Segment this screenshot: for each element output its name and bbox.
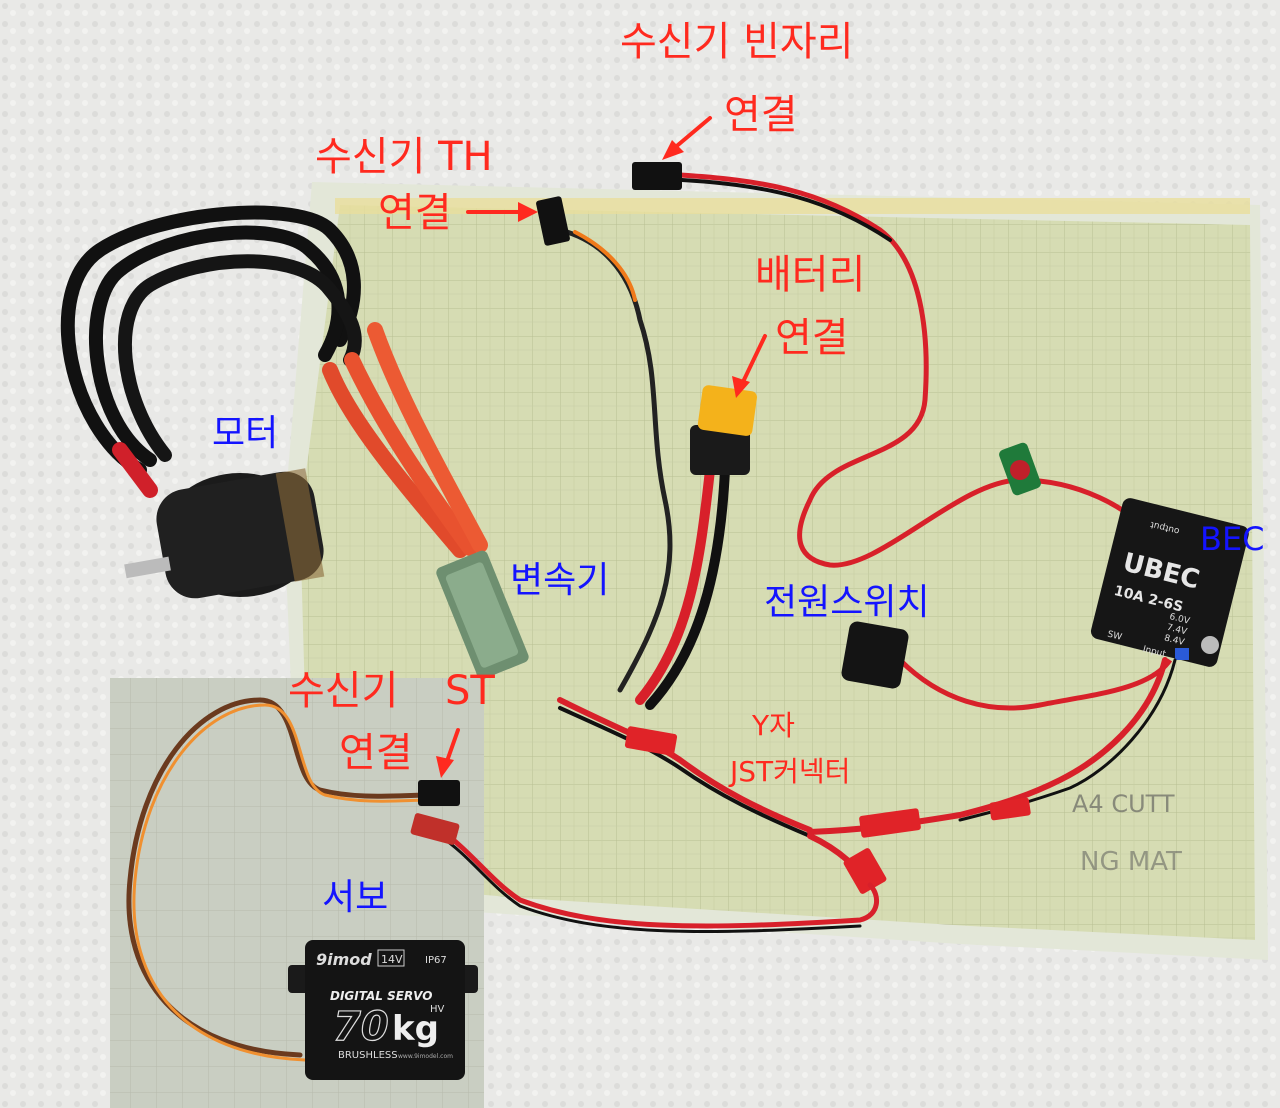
arrow-battery <box>740 334 767 386</box>
motor <box>112 442 325 599</box>
th-signal-wire <box>557 227 673 693</box>
label-rx-st-line1: 수신기 <box>288 668 399 714</box>
xt-connector <box>690 385 758 475</box>
label-y-jst-line1: Y자 <box>752 709 795 742</box>
jst-plug-3 <box>843 848 887 894</box>
servo-ip-text: IP67 <box>425 955 447 966</box>
label-rx-aux-line1: 수신기 빈자리 <box>620 19 854 65</box>
servo-kg-text: kg <box>392 1009 439 1049</box>
ubec-sw-text: SW <box>1106 630 1123 643</box>
arrow-rx-st <box>444 728 460 766</box>
motor-wires <box>60 205 488 558</box>
label-rx-st-st: ST <box>445 668 495 714</box>
servo-url-text: www.9imodel.com <box>398 1053 453 1060</box>
label-rx-th-line1: 수신기 TH <box>315 134 493 180</box>
jst-plug-2 <box>859 808 921 838</box>
jst-plug-4 <box>989 797 1031 821</box>
label-esc: 변속기 <box>510 560 610 601</box>
label-rx-st-line2: 연결 <box>339 730 413 776</box>
arrow-rx-aux <box>670 116 712 152</box>
annotation-arrows <box>436 116 767 778</box>
servo-brand-text: 9imod <box>316 950 372 969</box>
label-battery-line1: 배터리 <box>755 252 866 298</box>
label-bec: BEC <box>1200 520 1265 558</box>
servo-brushless-text: BRUSHLESS <box>338 1050 398 1061</box>
label-servo: 서보 <box>322 877 389 918</box>
servo-volt-text: 14V <box>381 953 403 966</box>
label-motor: 모터 <box>212 413 279 454</box>
servo-hv-text: HV <box>430 1004 445 1015</box>
mat-a4-text: A4 CUTT <box>1072 790 1175 818</box>
power-switch <box>841 621 1173 711</box>
rx-st-connector <box>418 780 460 806</box>
cutting-mat-grid <box>300 205 1255 940</box>
servo-jst-plug <box>410 813 460 845</box>
mat-gmat-text: NG MAT <box>1080 847 1182 877</box>
rx-aux-connector <box>632 162 682 190</box>
bec-output-connector <box>999 442 1041 496</box>
ubec-module: UBEC 10A 2-6S 6.0V 7.4V 8.4V Input SW ou… <box>1090 498 1249 667</box>
servo-big-text: 70 <box>333 1004 389 1050</box>
servo-line1-text: DIGITAL SERVO <box>330 989 432 1003</box>
label-rx-th-line2: 연결 <box>378 190 452 236</box>
jst-plug-1 <box>624 726 678 756</box>
label-rx-aux-line2: 연결 <box>724 92 798 138</box>
label-power-switch: 전원스위치 <box>764 582 930 623</box>
battery-leads <box>635 465 730 710</box>
servo-body: 9imod 14V IP67 DIGITAL SERVO 70 kg HV BR… <box>288 940 478 1080</box>
esc <box>436 550 529 679</box>
label-y-jst-line2: JST커넥터 <box>730 755 851 788</box>
servo-wires <box>126 697 880 1062</box>
label-battery-line2: 연결 <box>775 315 849 361</box>
rx-th-connector <box>536 196 570 246</box>
